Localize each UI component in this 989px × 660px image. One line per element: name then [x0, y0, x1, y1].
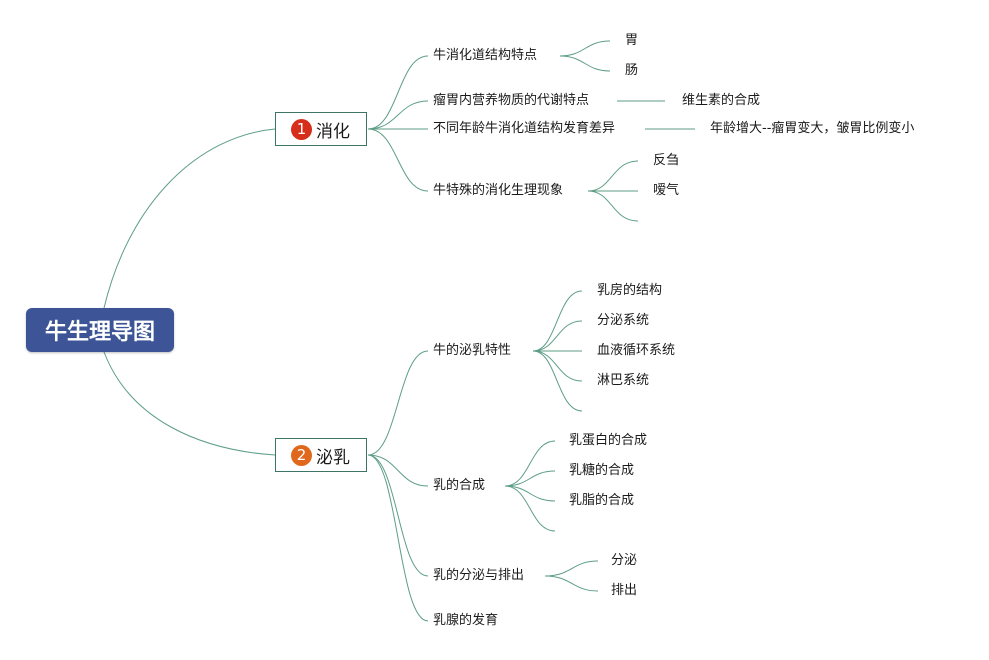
link-t23-s1 [544, 560, 599, 577]
link-t21-s2 [532, 320, 583, 352]
link-t23-s2 [544, 575, 599, 592]
subtopic-node[interactable]: 乳脂的合成 [569, 493, 635, 508]
subtopic-node[interactable]: 胃 [625, 33, 639, 48]
topic-node[interactable]: 乳的分泌与排出 [433, 568, 525, 583]
branch-label: 泌乳 [316, 447, 350, 468]
link-t21-s5 [532, 350, 583, 412]
subtopic-node[interactable]: 淋巴系统 [597, 373, 650, 388]
link-t22-s3 [504, 485, 556, 502]
link-t21-s4 [532, 350, 583, 382]
link-t14-s3 [587, 190, 639, 222]
topic-node[interactable]: 牛特殊的消化生理现象 [433, 183, 564, 198]
branch-node-lactation[interactable]: 2 泌乳 [275, 438, 367, 472]
branch-label: 消化 [316, 121, 350, 142]
subtopic-node[interactable]: 年龄增大--瘤胃变大，皱胃比例变小 [710, 121, 915, 136]
link-t22-s4 [504, 485, 556, 532]
link-b2-t2 [367, 454, 429, 487]
link-b2-t3 [367, 454, 429, 577]
subtopic-node[interactable]: 乳糖的合成 [569, 463, 635, 478]
link-t22-s1 [504, 440, 556, 487]
number-badge-1: 1 [291, 118, 312, 140]
link-b2-t4 [367, 454, 429, 622]
subtopic-node[interactable]: 分泌系统 [597, 313, 650, 328]
topic-node[interactable]: 乳腺的发育 [433, 613, 499, 628]
link-b1-t2 [367, 100, 429, 130]
subtopic-node[interactable]: 分泌 [611, 553, 638, 568]
root-label: 牛生理导图 [44, 320, 155, 345]
link-t21-s1 [532, 290, 583, 352]
subtopic-node[interactable]: 排出 [611, 583, 638, 598]
root-node[interactable]: 牛生理导图 [26, 308, 174, 352]
subtopic-node[interactable]: 维生素的合成 [682, 93, 761, 108]
subtopic-node[interactable]: 乳房的结构 [597, 283, 663, 298]
link-root-branch1 [103, 128, 276, 309]
topic-node[interactable]: 瘤胃内营养物质的代谢特点 [433, 93, 590, 108]
topic-node[interactable]: 乳的合成 [433, 478, 486, 493]
number-badge-2: 2 [291, 444, 312, 466]
subtopic-node[interactable]: 肠 [625, 63, 639, 78]
link-b1-t4 [367, 128, 429, 192]
subtopic-node[interactable]: 血液循环系统 [597, 343, 676, 358]
link-root-branch2 [103, 351, 276, 456]
branch-node-digestion[interactable]: 1 消化 [275, 112, 367, 146]
subtopic-node[interactable]: 反刍 [653, 153, 680, 168]
topic-node[interactable]: 牛的泌乳特性 [433, 343, 512, 358]
subtopic-node[interactable]: 嗳气 [653, 183, 680, 198]
subtopic-node[interactable]: 乳蛋白的合成 [569, 433, 648, 448]
link-b1-t1 [367, 55, 429, 130]
link-t11-s1 [559, 40, 611, 57]
link-b2-t1 [367, 350, 429, 456]
topic-node[interactable]: 不同年龄牛消化道结构发育差异 [433, 121, 616, 136]
link-t22-s2 [504, 470, 556, 487]
link-t14-s1 [587, 160, 639, 192]
topic-node[interactable]: 牛消化道结构特点 [433, 48, 538, 63]
link-t11-s2 [559, 55, 611, 72]
